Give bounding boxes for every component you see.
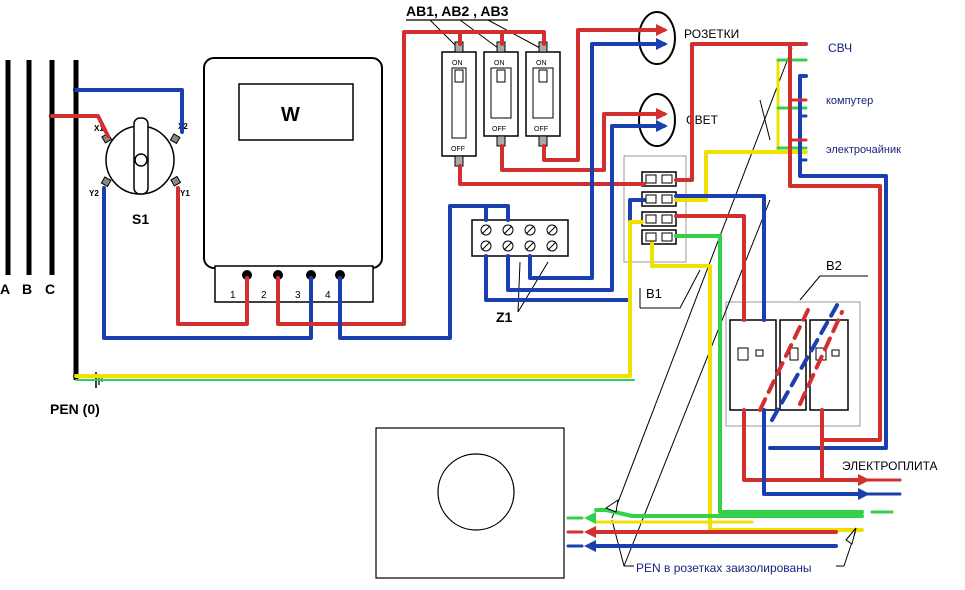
ab2-off: OFF	[492, 126, 506, 133]
meter	[203, 57, 383, 303]
label-meter-w: W	[281, 104, 300, 126]
label-stove: ЭЛЕКТРОПЛИТА	[842, 459, 938, 473]
wires	[50, 28, 902, 548]
stove-symbol	[375, 427, 565, 579]
ab1-off: OFF	[451, 146, 465, 153]
block-b2	[725, 301, 861, 427]
ab3-off: OFF	[534, 126, 548, 133]
sockets-symbol	[638, 11, 676, 65]
label-b2: B2	[826, 258, 842, 273]
label-phase-a: A	[0, 281, 10, 297]
label-phase-c: C	[45, 281, 55, 297]
breaker-ab3	[525, 41, 561, 147]
label-z1: Z1	[496, 309, 513, 325]
breaker-ab2	[483, 41, 519, 147]
ab1-on: ON	[452, 60, 463, 67]
label-pen-note: PEN в розетках заизолированы	[636, 561, 811, 575]
label-y2: Y2	[89, 189, 99, 198]
label-breakers: AB1, AB2 , AB3	[406, 3, 509, 19]
label-sockets: РОЗЕТКИ	[684, 27, 739, 41]
meter-terminal-3: 3	[295, 290, 301, 301]
terminal-block-z1	[471, 219, 569, 257]
label-y1: Y1	[180, 189, 190, 198]
label-pen: PEN (0)	[50, 401, 100, 417]
b1-terminals	[645, 174, 673, 242]
meter-terminal-4: 4	[325, 290, 331, 301]
label-svch: СВЧ	[828, 41, 852, 55]
meter-terminal-1: 1	[230, 290, 236, 301]
label-light: СВЕТ	[686, 113, 719, 127]
meter-terminal-2: 2	[261, 290, 267, 301]
ab2-on: ON	[494, 60, 505, 67]
label-s1: S1	[132, 211, 149, 227]
label-phase-b: B	[22, 281, 32, 297]
light-symbol	[638, 93, 676, 147]
label-x1: X1	[94, 124, 104, 133]
block-b1	[623, 155, 687, 263]
label-b1: B1	[646, 286, 662, 301]
ab3-on: ON	[536, 60, 547, 67]
label-kettle: электрочайник	[826, 144, 901, 156]
bus-bars	[5, 60, 103, 388]
label-computer: компутер	[826, 95, 873, 107]
switch-s1	[100, 117, 182, 195]
breaker-ab1	[441, 41, 477, 167]
arrows	[584, 24, 870, 552]
